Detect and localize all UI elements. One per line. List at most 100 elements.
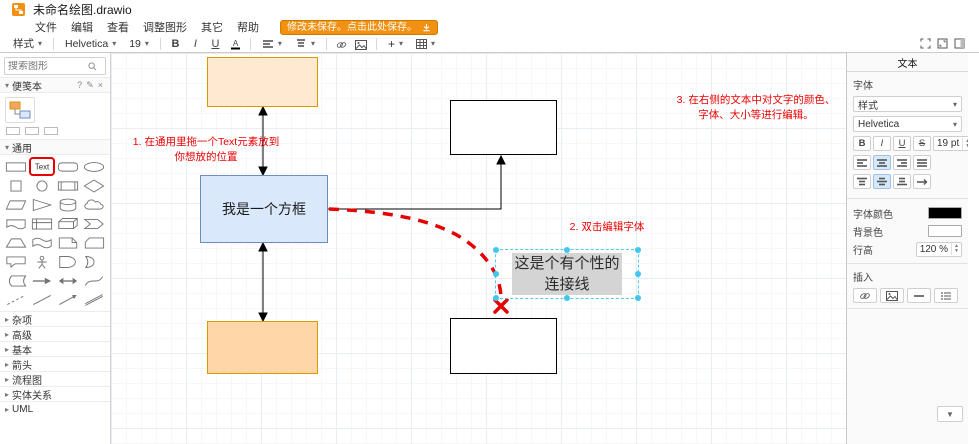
shape-cloud-icon[interactable] bbox=[82, 196, 106, 213]
sidebar-section-entity-relation[interactable]: ▸实体关系 bbox=[0, 386, 110, 402]
unsaved-changes-badge[interactable]: 修改未保存。点击此处保存。 bbox=[280, 19, 438, 35]
font-color-button[interactable]: A bbox=[227, 36, 244, 51]
shape-step-icon[interactable] bbox=[82, 215, 106, 232]
search-input[interactable] bbox=[8, 60, 88, 72]
help-icon[interactable]: ? bbox=[77, 80, 83, 90]
double-arrow-top[interactable] bbox=[258, 105, 268, 177]
menu-file[interactable]: 文件 bbox=[35, 22, 57, 34]
panel-underline-button[interactable]: U bbox=[893, 136, 911, 151]
vertical-align-dropdown[interactable]: ▾ bbox=[290, 37, 320, 51]
shape-arrow-right-icon[interactable] bbox=[30, 272, 54, 289]
connector-label-selected[interactable]: 这是个有个性的 连接线 bbox=[493, 247, 641, 301]
underline-button[interactable]: U bbox=[207, 36, 224, 51]
selection-handle[interactable] bbox=[635, 247, 641, 253]
sidebar-section-uml[interactable]: ▸UML bbox=[0, 401, 110, 416]
panel-bold-button[interactable]: B bbox=[853, 136, 871, 151]
shape-note-icon[interactable] bbox=[56, 234, 80, 251]
shape-ellipse-icon[interactable] bbox=[82, 158, 106, 175]
drawing-canvas[interactable]: 我是一个方框 这是个有个性的 连接线 1. 在通用里拖一个Text元素放到 你想… bbox=[111, 53, 846, 444]
insert-link-button[interactable] bbox=[333, 36, 350, 51]
menu-help[interactable]: 帮助 bbox=[237, 22, 259, 34]
shape-connector-icon[interactable] bbox=[56, 291, 80, 308]
scratchpad-item[interactable] bbox=[5, 97, 35, 123]
shape-link-icon[interactable] bbox=[82, 291, 106, 308]
tab-text[interactable]: 文本 bbox=[847, 53, 968, 72]
font-family-dropdown[interactable]: Helvetica▾ bbox=[65, 37, 117, 50]
font-size-dropdown[interactable]: 19▾ bbox=[129, 37, 149, 50]
insert-link-button-panel[interactable] bbox=[853, 288, 877, 303]
shape-cylinder-icon[interactable] bbox=[56, 196, 80, 213]
white-rect-top[interactable] bbox=[450, 100, 557, 155]
bold-button[interactable]: B bbox=[167, 36, 184, 51]
shape-and-icon[interactable] bbox=[82, 253, 106, 270]
menu-arrange[interactable]: 调整图形 bbox=[143, 22, 187, 34]
valign-middle-button[interactable] bbox=[873, 174, 891, 189]
white-rect-bottom[interactable] bbox=[450, 318, 557, 374]
shape-process-icon[interactable] bbox=[56, 177, 80, 194]
shape-tape-icon[interactable] bbox=[30, 234, 54, 251]
shape-internal-storage-icon[interactable] bbox=[30, 215, 54, 232]
menu-extras[interactable]: 其它 bbox=[201, 22, 223, 34]
sidebar-section-arrows[interactable]: ▸箭头 bbox=[0, 356, 110, 372]
shape-cube-icon[interactable] bbox=[56, 215, 80, 232]
sidebar-section-flowchart[interactable]: ▸流程图 bbox=[0, 371, 110, 387]
double-arrow-bottom[interactable] bbox=[258, 241, 268, 323]
shape-document-icon[interactable] bbox=[4, 215, 28, 232]
edit-pencil-icon[interactable]: ✎ bbox=[86, 79, 94, 90]
insert-horizontal-rule-button[interactable] bbox=[907, 288, 931, 303]
elbow-arrow[interactable] bbox=[328, 154, 506, 210]
selection-handle[interactable] bbox=[635, 295, 641, 301]
italic-button[interactable]: I bbox=[187, 36, 204, 51]
orange-rect-bottom[interactable] bbox=[207, 321, 318, 374]
font-style-dropdown[interactable]: 样式▾ bbox=[853, 96, 962, 112]
selection-handle[interactable] bbox=[493, 295, 499, 301]
insert-image-button[interactable] bbox=[353, 36, 370, 51]
fullscreen-icon[interactable] bbox=[937, 38, 948, 49]
style-dropdown[interactable]: 样式▾ bbox=[13, 38, 43, 50]
close-icon[interactable]: × bbox=[97, 80, 103, 90]
selection-handle[interactable] bbox=[635, 271, 641, 277]
align-left-button[interactable] bbox=[853, 155, 871, 170]
shape-actor-icon[interactable] bbox=[30, 253, 54, 270]
font-color-swatch[interactable] bbox=[928, 207, 962, 219]
shape-parallelogram-icon[interactable] bbox=[4, 196, 28, 213]
shape-solid-line-icon[interactable] bbox=[30, 291, 54, 308]
shape-callout-icon[interactable] bbox=[4, 253, 28, 270]
shape-rectangle-icon[interactable] bbox=[4, 158, 28, 175]
orange-rect-top[interactable] bbox=[207, 57, 318, 107]
general-section-header[interactable]: ▾ 通用 bbox=[0, 139, 110, 155]
horizontal-align-dropdown[interactable]: ▾ bbox=[257, 37, 287, 51]
shape-circle-icon[interactable] bbox=[30, 177, 54, 194]
background-color-swatch[interactable] bbox=[928, 225, 962, 237]
sidebar-section-advanced[interactable]: ▸高级 bbox=[0, 326, 110, 342]
shape-rounded-rectangle-icon[interactable] bbox=[56, 158, 80, 175]
shape-card-icon[interactable] bbox=[82, 234, 106, 251]
panel-strikethrough-button[interactable]: S bbox=[913, 136, 931, 151]
selection-handle[interactable] bbox=[564, 247, 570, 253]
sidebar-section-basic[interactable]: ▸基本 bbox=[0, 341, 110, 357]
shape-trapezoid-icon[interactable] bbox=[4, 234, 28, 251]
annotation-step-2[interactable]: 2. 双击编辑字体 bbox=[569, 221, 645, 233]
shape-diamond-icon[interactable] bbox=[82, 177, 106, 194]
selection-handle[interactable] bbox=[564, 295, 570, 301]
panel-italic-button[interactable]: I bbox=[873, 136, 891, 151]
fit-page-icon[interactable] bbox=[920, 38, 931, 49]
format-panel-toggle-icon[interactable] bbox=[954, 38, 965, 49]
scratchpad-items-row[interactable] bbox=[0, 127, 110, 139]
insert-table-dropdown[interactable]: ▾ bbox=[411, 37, 440, 51]
selection-handle[interactable] bbox=[493, 247, 499, 253]
menu-view[interactable]: 查看 bbox=[107, 22, 129, 34]
annotation-step-3[interactable]: 3. 在右侧的文本中对文字的颜色、 字体、大小等进行编辑。 bbox=[676, 94, 836, 121]
sidebar-section-misc[interactable]: ▸杂项 bbox=[0, 311, 110, 327]
blue-box[interactable]: 我是一个方框 bbox=[200, 175, 328, 243]
insert-list-button[interactable] bbox=[934, 288, 958, 303]
valign-bottom-button[interactable] bbox=[893, 174, 911, 189]
scratchpad-header[interactable]: ▾ 便笺本 ? ✎ × bbox=[0, 77, 110, 93]
shape-curve-icon[interactable] bbox=[82, 272, 106, 289]
annotation-step-1[interactable]: 1. 在通用里拖一个Text元素放到 你想放的位置 bbox=[132, 136, 280, 163]
shape-data-storage-icon[interactable] bbox=[4, 272, 28, 289]
insert-image-button-panel[interactable] bbox=[880, 288, 904, 303]
line-height-spinner[interactable]: 120 % ▲▼ bbox=[915, 241, 962, 257]
text-direction-button[interactable] bbox=[913, 174, 931, 189]
shape-square-icon[interactable] bbox=[4, 177, 28, 194]
